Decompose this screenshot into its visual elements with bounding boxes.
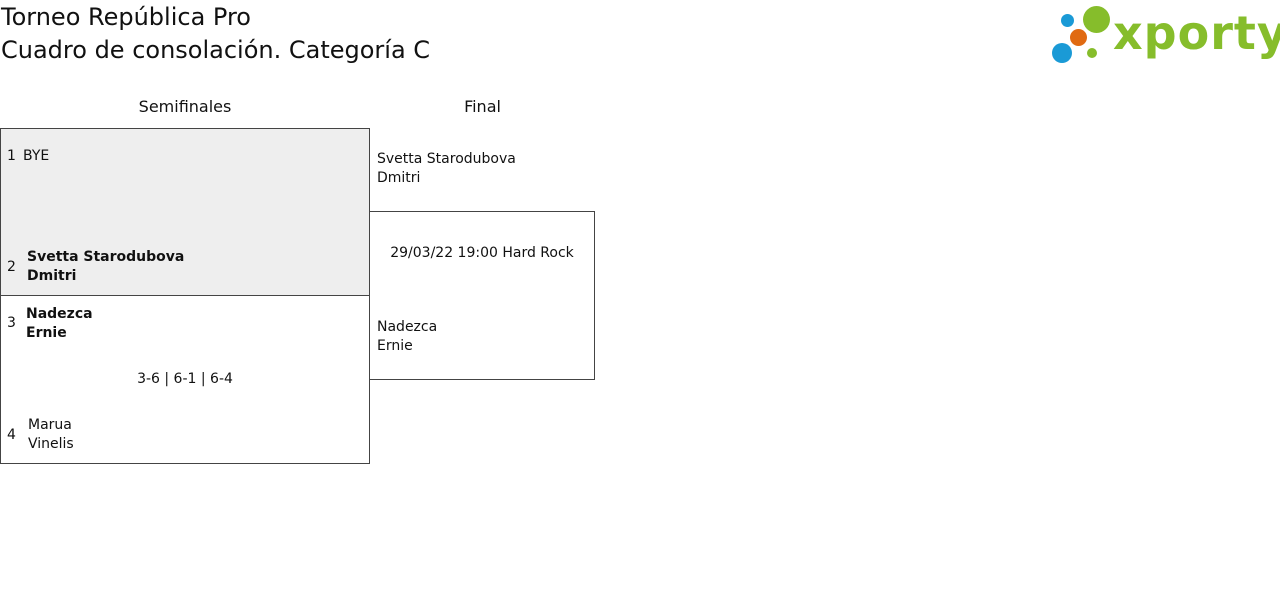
player-name: Nadezca	[26, 306, 93, 322]
seed-number: 4	[7, 427, 16, 443]
match-score: 3-6 | 6-1 | 6-4	[137, 371, 233, 387]
logo-dot-blue-large	[1052, 43, 1072, 63]
bye-label: BYE	[23, 148, 50, 164]
semifinal-match-1[interactable]: 1 BYE 2 Svetta Starodubova Dmitri	[0, 128, 370, 296]
tournament-title: Torneo República Pro	[1, 3, 251, 31]
seed-number: 1	[7, 148, 16, 164]
final-player-name: Ernie	[377, 338, 413, 354]
logo-dot-orange	[1070, 29, 1087, 46]
player-name: Dmitri	[27, 268, 77, 284]
round-header-semifinals: Semifinales	[138, 97, 232, 116]
logo-dot-green	[1083, 6, 1110, 33]
final-player-name: Nadezca	[377, 319, 438, 335]
player-name: Marua	[28, 417, 72, 433]
draw-subtitle: Cuadro de consolación. Categoría C	[1, 36, 431, 64]
player-name: Ernie	[26, 325, 67, 341]
final-match[interactable]: 29/03/22 19:00 Hard Rock Nadezca Ernie	[369, 211, 595, 380]
final-player-name: Svetta Starodubova	[377, 151, 516, 167]
round-header-final: Final	[464, 97, 501, 116]
seed-number: 3	[7, 315, 16, 331]
logo-dot-green-small	[1087, 48, 1097, 58]
xporty-logo[interactable]: xporty	[1050, 4, 1280, 68]
match-schedule: 29/03/22 19:00 Hard Rock	[390, 245, 574, 261]
player-name: Svetta Starodubova	[27, 249, 185, 265]
logo-dot-blue-small	[1061, 14, 1074, 27]
player-name: Vinelis	[28, 436, 74, 452]
seed-number: 2	[7, 259, 16, 275]
semifinal-match-2[interactable]: 3 Nadezca Ernie 3-6 | 6-1 | 6-4 4 Marua …	[0, 295, 370, 464]
logo-wordmark: xporty	[1113, 6, 1280, 60]
final-player-name: Dmitri	[377, 170, 421, 186]
